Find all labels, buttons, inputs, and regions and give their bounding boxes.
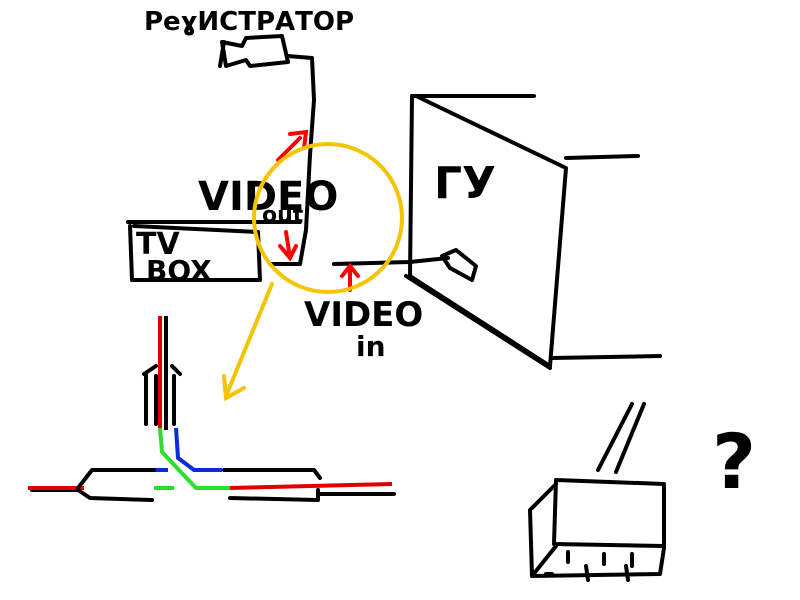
magnifier-arrow	[222, 282, 274, 402]
video-out-label: VIDEO	[198, 174, 338, 220]
signal-arrow-down	[278, 230, 298, 262]
rca-splitter-icon	[28, 316, 396, 502]
signal-arrow-up	[276, 129, 309, 162]
video-in-sub-label: in	[356, 330, 386, 363]
tv-label: ГУ	[434, 158, 496, 209]
tv-box-label: TV	[136, 227, 180, 262]
recorder-cable	[286, 54, 316, 266]
tv-box-sub-label: BOX	[146, 254, 212, 287]
tv-box-icon	[126, 220, 302, 282]
video-out-sub-label: out	[262, 203, 304, 228]
video-in-label: VIDEO	[304, 295, 423, 335]
tv-icon	[404, 94, 662, 370]
adapter-plug-icon	[528, 402, 666, 582]
recorder-label: PeɣИСТРАТОР	[144, 7, 354, 37]
signal-arrow-in	[340, 262, 360, 292]
question-mark: ?	[712, 417, 756, 506]
magnifier-circle	[252, 142, 404, 294]
video-recorder-icon	[218, 34, 290, 68]
